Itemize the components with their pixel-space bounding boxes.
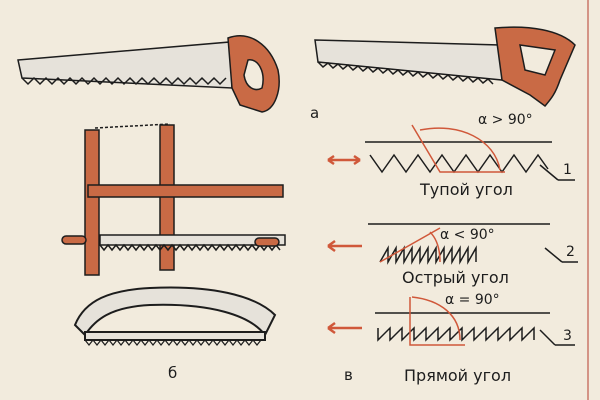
teeth-1 bbox=[327, 124, 575, 181]
figure-label-v: в bbox=[344, 366, 353, 384]
hand-saw-2 bbox=[314, 26, 576, 108]
angle-label-2: α < 90° bbox=[440, 227, 495, 243]
caption-2: Острый угол bbox=[402, 268, 509, 287]
hand-saw-1 bbox=[17, 35, 280, 113]
number-2: 2 bbox=[566, 244, 575, 260]
teeth-2 bbox=[327, 223, 578, 265]
number-1: 1 bbox=[563, 162, 572, 178]
number-3: 3 bbox=[563, 328, 572, 344]
angle-label-1: α > 90° bbox=[478, 112, 533, 128]
teeth-3 bbox=[327, 296, 575, 346]
angle-label-3: α = 90° bbox=[445, 292, 500, 308]
caption-1: Тупой угол bbox=[420, 180, 513, 199]
hacksaw bbox=[73, 286, 277, 346]
frame-saw bbox=[61, 123, 286, 276]
figure-label-b: б bbox=[168, 364, 178, 382]
figure-label-a: а bbox=[310, 104, 320, 122]
caption-3: Прямой угол bbox=[404, 366, 512, 385]
